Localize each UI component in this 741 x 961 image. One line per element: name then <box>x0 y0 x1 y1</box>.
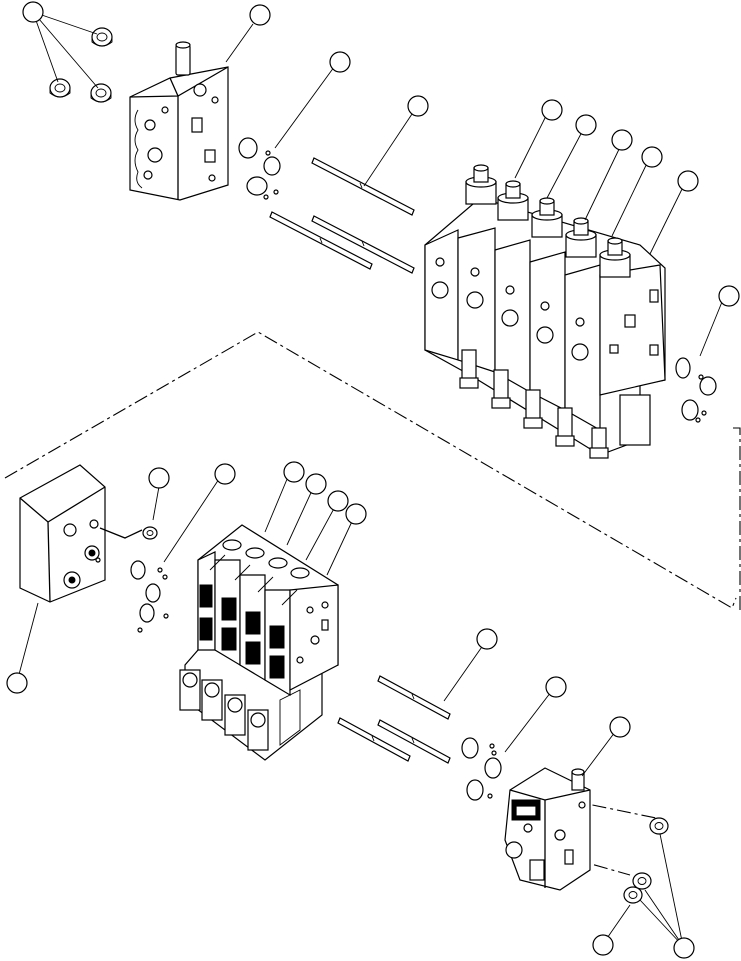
callout-circles <box>6 1 740 959</box>
callout-circle <box>476 628 498 650</box>
callout-circle <box>407 95 429 117</box>
callout-circle <box>345 503 367 525</box>
callout-circle <box>541 99 563 121</box>
inlet-end-section-top <box>129 41 229 201</box>
callout-circle <box>609 716 631 738</box>
callout-circle <box>641 146 663 168</box>
mid-stack-seals <box>130 560 169 633</box>
top-seals <box>238 137 281 200</box>
callout-circle <box>673 937 695 959</box>
outlet-end-section-bottom <box>504 767 591 891</box>
nut-4 <box>649 817 669 835</box>
callout-circle <box>329 51 351 73</box>
nut-6 <box>623 886 643 904</box>
callout-circle <box>611 129 633 151</box>
callout-circle <box>545 676 567 698</box>
callout-circle <box>305 473 327 495</box>
callout-circle <box>148 467 170 489</box>
nut-1 <box>91 27 113 47</box>
nut-2 <box>49 78 71 98</box>
top-left-nuts <box>49 27 113 103</box>
callout-circle <box>575 114 597 136</box>
callout-circle <box>214 463 236 485</box>
cover-plate <box>19 464 158 603</box>
callout-circle <box>718 285 740 307</box>
bottom-seals <box>461 737 502 801</box>
mid-valve-stack <box>179 524 339 761</box>
callout-circle <box>22 1 44 23</box>
nut-5 <box>632 872 652 890</box>
tie-rods-bottom <box>337 675 451 764</box>
callout-circle <box>249 4 271 26</box>
callout-circle <box>6 672 28 694</box>
callout-circle <box>677 170 699 192</box>
main-stack-seals <box>675 357 717 423</box>
spool-ends-bottom <box>459 349 651 459</box>
callout-circle <box>592 934 614 956</box>
spool-caps <box>465 164 631 278</box>
bottom-right-nuts <box>623 817 669 904</box>
callout-leaders <box>16 11 725 947</box>
main-valve-stack <box>424 164 666 459</box>
nut-3 <box>90 83 112 103</box>
callout-circle <box>283 461 305 483</box>
callout-circle <box>327 490 349 512</box>
tie-rods-top <box>269 157 415 274</box>
